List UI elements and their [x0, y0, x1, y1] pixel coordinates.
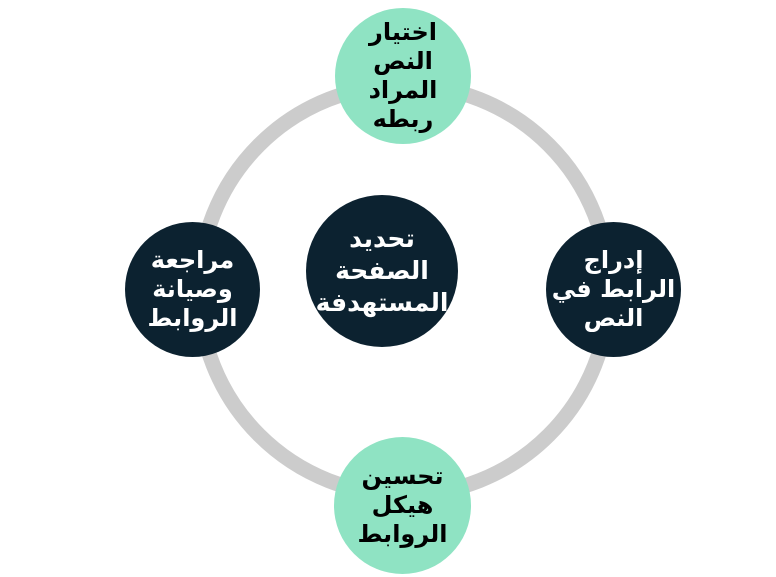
bottom-node: تحسين هيكل الروابط [334, 437, 471, 574]
left-node: مراجعة وصيانة الروابط [125, 222, 260, 357]
top-node: اختيار النص المراد ربطه [335, 8, 471, 144]
bottom-node-label: تحسين هيكل الروابط [357, 462, 448, 548]
right-node: إدراج الرابط في النص [546, 222, 681, 357]
left-node-label: مراجعة وصيانة الروابط [147, 246, 238, 332]
center-node-label: تحديد الصفحة المستهدفة [315, 224, 449, 317]
top-node-label: اختيار النص المراد ربطه [368, 18, 438, 133]
center-node: تحديد الصفحة المستهدفة [306, 195, 458, 347]
right-node-label: إدراج الرابط في النص [551, 246, 676, 332]
